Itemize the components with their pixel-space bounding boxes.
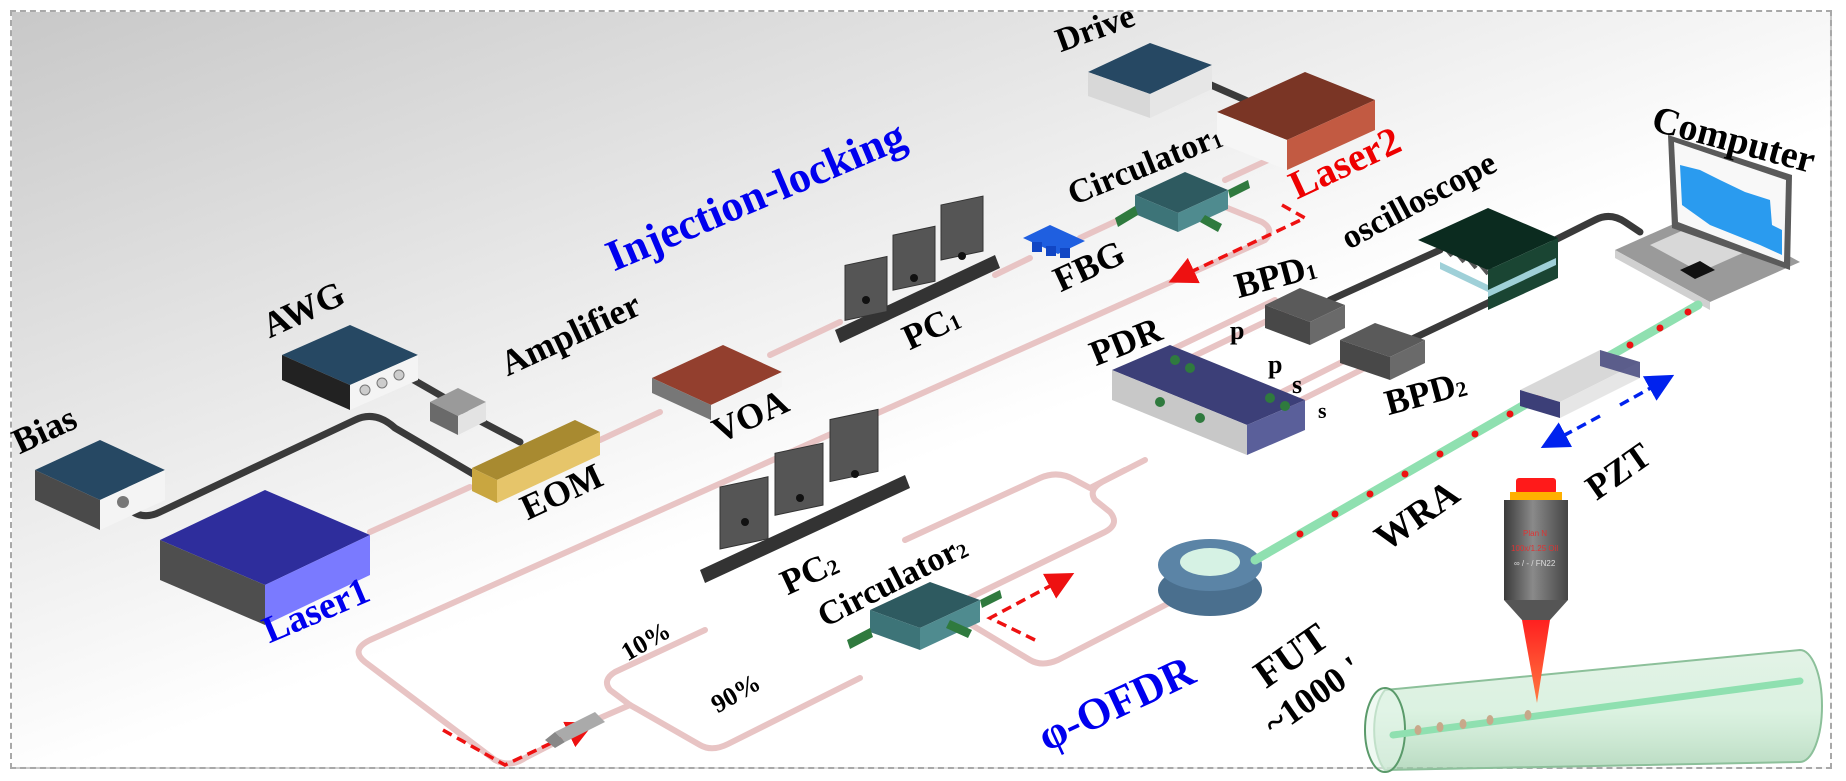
scope-computer-cable [1551,213,1644,244]
amplifier-box [430,388,486,435]
objective-text-line1: Plan N [1523,529,1548,538]
port-label-s-upper: s [1292,370,1303,399]
pc1-paddles [835,195,1000,343]
awg-box [282,325,418,410]
fiber-pc2-pdr [902,467,1128,543]
objective-lens [1504,478,1568,703]
fiber-laser1-eom [367,484,473,535]
voa-box [652,345,782,420]
port-label-s-lower: s [1318,398,1327,423]
optical-fibers [355,140,1368,767]
fiber-voa-pc1 [767,319,843,358]
pzt-arrow-right [1619,374,1675,407]
fiber-pc1-fbg [992,255,1033,278]
laptop-screen-trace [1680,165,1782,255]
fiber-circ2-pdr [962,457,1148,603]
arrow-circ2-out [986,573,1075,642]
glass-tube [1364,648,1823,773]
fiber-90pct-arm [627,675,863,752]
fiber-circ2-coil [967,597,1178,667]
oscilloscope-box [1418,208,1558,310]
pdr-box [1112,345,1305,455]
fiber-circ1-loop [355,202,1273,767]
laser1-box [160,490,370,625]
circulator2-body [847,582,1002,650]
bpd1-scope-cable [1326,246,1444,304]
laptop [1615,135,1800,310]
pc2-paddles [700,408,910,583]
arrow-injection-return [1168,203,1309,284]
fut-coil [1158,539,1262,616]
fiber-pdr-bpd1-p1 [1172,297,1278,351]
objective-text-line3: ∞ / - / FN22 [1514,559,1556,568]
fbg-block [1023,225,1085,258]
pzt-arrow-left [1540,414,1601,448]
fiber-eom-voa [597,409,663,443]
circulator1-body [1115,172,1250,232]
drive-box [1088,43,1212,118]
bias-box [35,440,165,530]
fiber-coupler-split [597,702,633,721]
wra-fiber [1250,300,1703,565]
bpd1-box [1265,288,1345,345]
pzt-stage [1520,350,1640,418]
pzt-arrows [1540,374,1675,448]
bpd2-box [1340,323,1425,380]
coupler [545,712,605,748]
port-label-p-upper: p [1230,316,1245,345]
objective-text-line2: 100x/1.25 Oil [1511,544,1559,553]
laser2-box [1217,72,1375,170]
eom-box [472,420,600,503]
bias-cable [121,412,484,520]
fiber-10pct-arm [603,627,708,708]
port-label-p-lower: p [1268,350,1283,379]
